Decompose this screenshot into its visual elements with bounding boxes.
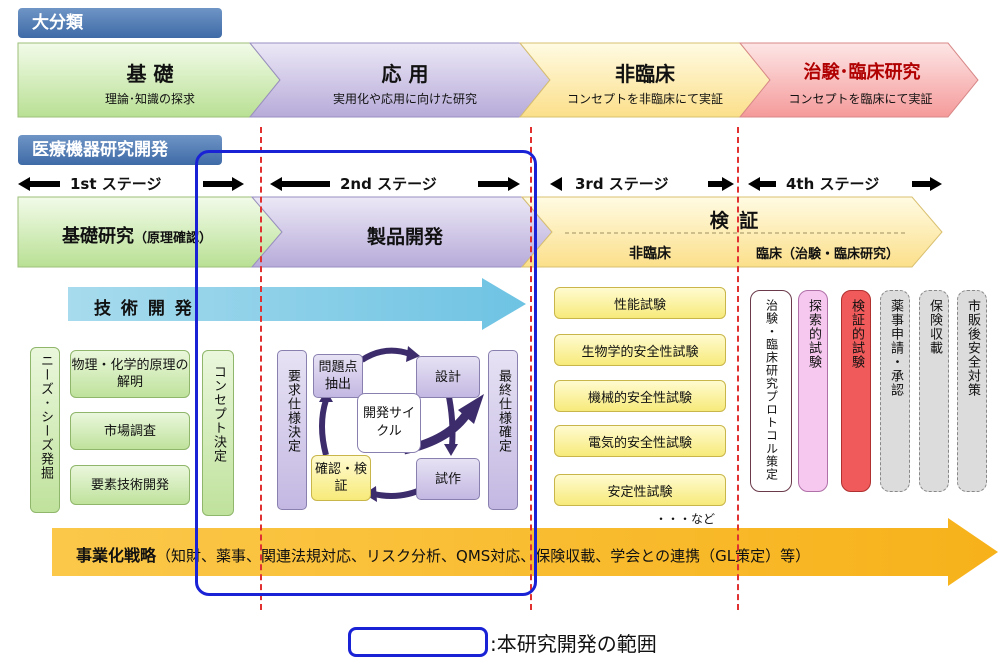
- needs-seeds-label: ニーズ･シーズ発掘: [38, 354, 53, 480]
- test-electrical: 電気的安全性試験: [554, 425, 726, 457]
- stage1-box-market: 市場調査: [70, 412, 190, 450]
- insurance-listing-box: 保険収載: [919, 290, 949, 492]
- clinical-protocol-box: 治験・臨床研究プロトコル策定: [750, 290, 792, 492]
- phase-clinical: 臨床（治験・臨床研究）: [755, 247, 899, 262]
- cycle-step-prototype: 試作: [416, 458, 480, 500]
- test-biological: 生物学的安全性試験: [554, 334, 726, 366]
- strategy-text: 事業化戦略（知財、薬事、関連法規対応、リスク分析、QMS対応、保険収載、学会との…: [76, 542, 810, 566]
- legend-scope-swatch: [348, 627, 488, 657]
- research-scope-frame: [195, 150, 537, 596]
- exploratory-trial-box: 探索的試験: [798, 290, 828, 492]
- phase-arrow-verification: [520, 196, 943, 268]
- stage1-box-element-tech-label: 要素技術開発: [90, 477, 169, 493]
- concept-decision-label: コンセプト決定: [211, 365, 226, 463]
- requirements-box: 要求仕様決定: [277, 350, 307, 510]
- post-market-safety-label: 市販後安全対策: [965, 299, 980, 397]
- category-basic-title: 基 礎: [126, 62, 174, 86]
- category-clinical-title: 治験･臨床研究: [803, 62, 921, 83]
- category-arrow-clinical: [738, 42, 979, 118]
- stage-3-label: 3rd ステージ: [575, 175, 669, 193]
- strategy-detail: （知財、薬事、関連法規対応、リスク分析、QMS対応、保険収載、学会との連携（GL…: [156, 547, 811, 565]
- stage1-box-element-tech: 要素技術開発: [70, 465, 190, 505]
- category-clinical-subtitle: コンセプトを臨床にて実証: [788, 92, 933, 106]
- strategy-label: 事業化戦略: [76, 546, 157, 565]
- stage-divider-3: [737, 127, 739, 610]
- final-spec-box: 最終仕様確定: [488, 350, 518, 510]
- insurance-listing-label: 保険収載: [927, 299, 942, 355]
- exploratory-trial-label: 探索的試験: [806, 299, 821, 369]
- test-performance-label: 性能試験: [613, 297, 666, 313]
- confirmatory-trial-label: 検証的試験: [849, 299, 864, 369]
- phase-basic-research-note: （原理確認）: [134, 231, 213, 246]
- test-biological-label: 生物学的安全性試験: [581, 344, 699, 360]
- tech-dev-arrow: [68, 278, 526, 330]
- category-applied-title: 応 用: [381, 62, 429, 86]
- test-performance: 性能試験: [554, 287, 726, 319]
- phase-product-dev: 製品開発: [366, 226, 443, 248]
- cycle-step-design: 設計: [416, 356, 480, 398]
- stage-divider-1: [260, 127, 262, 610]
- final-spec-label: 最終仕様確定: [496, 369, 511, 453]
- stage-2-label: 2nd ステージ: [340, 175, 437, 193]
- category-applied-subtitle: 実用化や応用に向けた研究: [332, 92, 477, 106]
- legend-label: :本研究開発の範囲: [490, 632, 657, 656]
- phase-basic-research: 基礎研究（原理確認）: [62, 222, 212, 248]
- section-header: 医療機器研究開発: [18, 135, 222, 165]
- test-stability: 安定性試験: [554, 474, 726, 506]
- stage-divider-2: [530, 127, 532, 610]
- cycle-step-design-label: 設計: [434, 369, 461, 385]
- category-nonclinical-subtitle: コンセプトを非臨床にて実証: [566, 92, 723, 106]
- confirmatory-trial-box: 検証的試験: [841, 290, 871, 492]
- regulatory-approval-label: 薬事申請・承認: [888, 299, 903, 397]
- cycle-step-prototype-label: 試作: [434, 471, 461, 487]
- cycle-center: 開発サイクル: [357, 393, 421, 453]
- cycle-step-problem: 問題点抽出: [313, 354, 363, 398]
- cycle-step-problem-label: 問題点抽出: [318, 360, 358, 392]
- cycle-outward-arrowhead: [458, 394, 484, 424]
- stage-4-label: 4th ステージ: [786, 175, 880, 193]
- post-market-safety-box: 市販後安全対策: [957, 290, 987, 492]
- concept-decision-box: コンセプト決定: [202, 350, 234, 516]
- cycle-center-label: 開発サイクル: [362, 406, 415, 439]
- category-nonclinical-title: 非臨床: [615, 62, 675, 86]
- phase-verification: 検 証: [709, 210, 761, 232]
- top-header: 大分類: [18, 8, 222, 38]
- test-mechanical: 機械的安全性試験: [554, 380, 726, 412]
- phase-nonclinical: 非臨床: [629, 246, 671, 262]
- requirements-label: 要求仕様決定: [285, 369, 300, 453]
- test-electrical-label: 電気的安全性試験: [587, 435, 692, 451]
- test-mechanical-label: 機械的安全性試験: [587, 390, 692, 406]
- stage1-box-principle: 物理・化学的原理の解明: [70, 350, 190, 398]
- test-stability-label: 安定性試験: [607, 484, 673, 500]
- cycle-step-verify-label: 確認・検証: [314, 462, 367, 494]
- stage-arrows: [18, 177, 942, 191]
- regulatory-approval-box: 薬事申請・承認: [880, 290, 910, 492]
- stage-1-label: 1st ステージ: [70, 175, 162, 193]
- cycle-step-verify: 確認・検証: [311, 455, 371, 501]
- tests-etc: ・・・など: [655, 512, 716, 526]
- category-basic-subtitle: 理論･知識の探求: [104, 92, 195, 106]
- phase-basic-research-title: 基礎研究: [62, 226, 134, 247]
- tech-dev-label: 技 術 開 発: [94, 299, 194, 319]
- strategy-arrow: [52, 518, 998, 586]
- clinical-protocol-label: 治験・臨床研究プロトコル策定: [764, 299, 779, 481]
- needs-seeds-box: ニーズ･シーズ発掘: [30, 347, 60, 513]
- stage1-box-principle-label: 物理・化学的原理の解明: [71, 358, 189, 390]
- stage1-box-market-label: 市場調査: [103, 423, 156, 439]
